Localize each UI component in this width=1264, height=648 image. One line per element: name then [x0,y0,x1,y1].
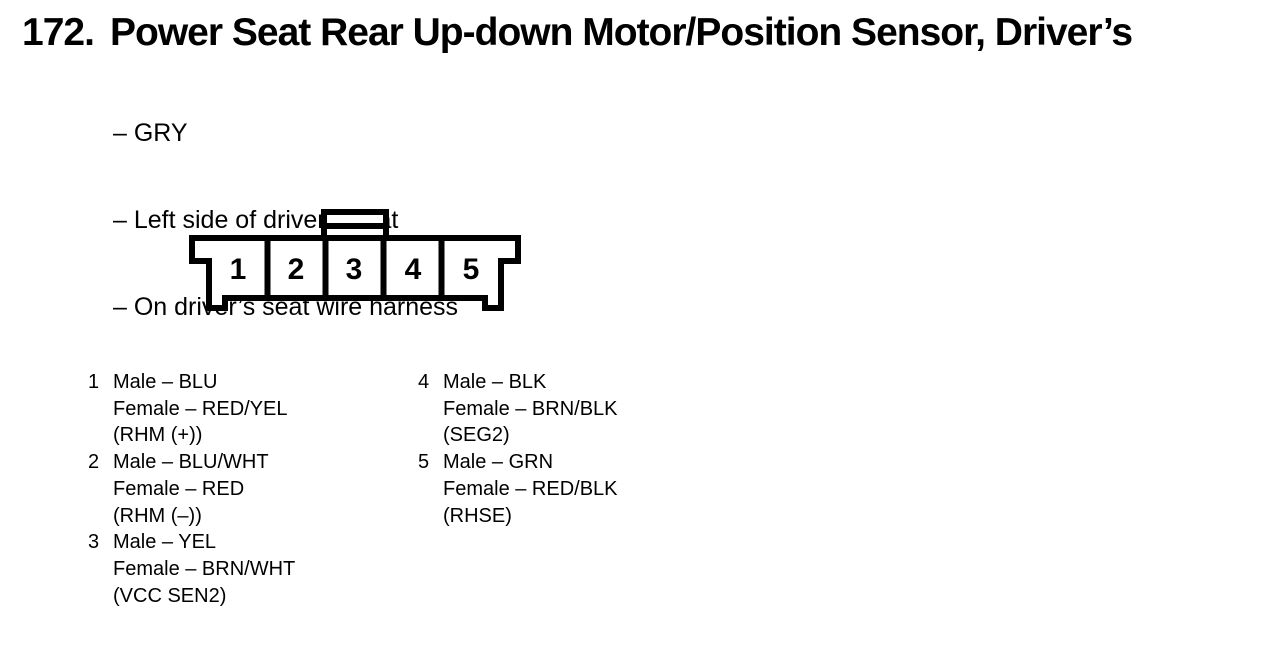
pin-item-5: 5 Male – GRN Female – RED/BLK (RHSE) [418,449,618,529]
pin-details: Male – GRN Female – RED/BLK (RHSE) [443,449,618,529]
pin-male-wire: Male – GRN [443,451,554,474]
pin-list-number: 1 [88,371,100,393]
connector-pin-numbers: 1 2 3 4 5 [230,253,480,286]
pin-list-number: 3 [88,531,100,554]
pin-item-2: 2 Male – BLU/WHT Female – RED (RHM (–)) [88,449,295,529]
pin-item-3: 3 Male – YEL Female – BRN/WHT (VCC SEN2) [88,529,295,609]
connector-outline [189,235,521,311]
pin-list-right-column: 4 Male – BLK Female – BRN/BLK (SEG2) 5 M… [418,369,618,529]
pin-details: Male – YEL Female – BRN/WHT (VCC SEN2) [113,529,295,609]
pin-female-wire: Female – BRN/WHT [113,557,296,580]
pin-signal: (RHM (+)) [113,424,203,447]
pin-list-left-column: 1 Male – BLU Female – RED/YEL (RHM (+)) … [88,369,295,609]
pin-number-1: 1 [230,253,247,286]
pin-number-5: 5 [463,253,480,286]
pin-number-3: 3 [346,253,363,286]
pin-signal: (RHM (–)) [113,504,202,527]
connector-lock-tab [321,209,389,241]
pin-male-wire: Male – BLK [443,371,547,393]
pin-male-wire: Male – BLU [113,371,218,393]
pin-female-wire: Female – RED/YEL [113,397,288,420]
pin-details: Male – BLU/WHT Female – RED (RHM (–)) [113,449,269,529]
connector-cavity-separators [264,238,445,298]
pin-male-wire: Male – YEL [113,531,217,554]
note-connector-color: – GRY [113,119,188,147]
pin-signal: (VCC SEN2) [113,584,227,607]
pin-list-number: 5 [418,451,430,474]
item-number: 172. [22,11,95,54]
pin-item-4: 4 Male – BLK Female – BRN/BLK (SEG2) [418,369,618,449]
pin-female-wire: Female – BRN/BLK [443,397,618,420]
pin-signal: (RHSE) [443,504,512,527]
pin-details: Male – BLK Female – BRN/BLK (SEG2) [443,369,618,449]
pin-male-wire: Male – BLU/WHT [113,451,269,474]
pin-signal: (SEG2) [443,424,510,447]
pin-female-wire: Female – RED/BLK [443,477,618,500]
item-title: Power Seat Rear Up-down Motor/Position S… [110,11,1133,54]
page-title: 172. Power Seat Rear Up-down Motor/Posit… [22,11,1133,54]
pin-female-wire: Female – RED [113,477,245,500]
pin-number-2: 2 [288,253,305,286]
connector-diagram: 1 2 3 4 5 [189,209,521,311]
pin-number-4: 4 [405,253,422,286]
pin-list-number: 2 [88,451,100,474]
pin-details: Male – BLU Female – RED/YEL (RHM (+)) [113,369,288,449]
pin-item-1: 1 Male – BLU Female – RED/YEL (RHM (+)) [88,369,295,449]
pin-list-number: 4 [418,371,430,393]
